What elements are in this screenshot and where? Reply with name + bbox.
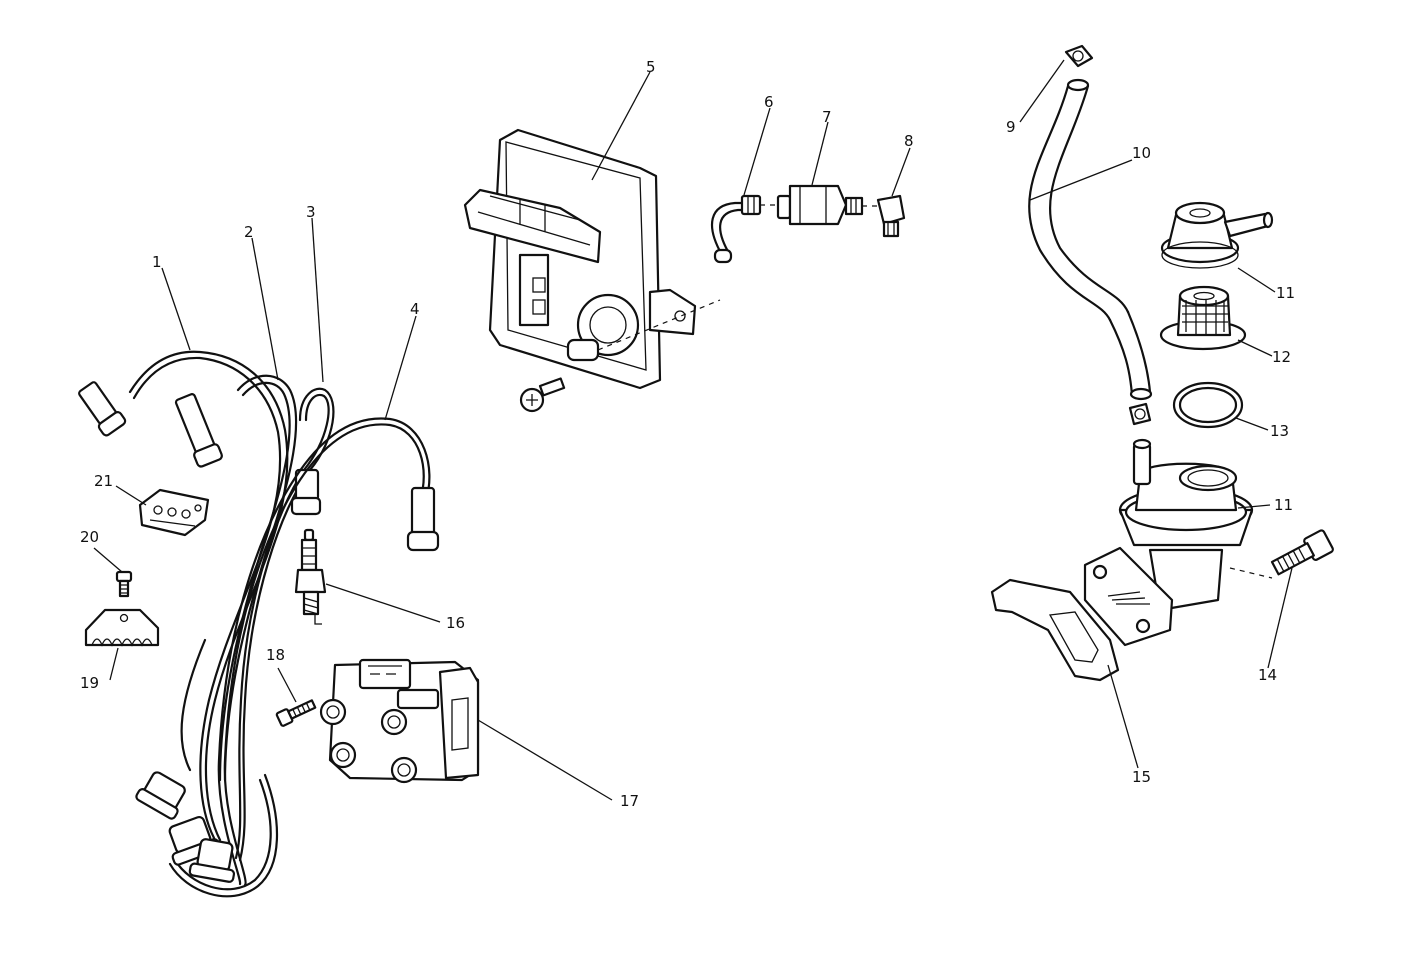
callout-5: 5 [646,58,656,76]
callout-14: 14 [1258,666,1277,684]
distributor-boots [135,638,278,898]
ignition-coil-17 [319,658,480,784]
callout-1: 1 [152,253,162,271]
elbow-connector-8 [876,194,906,238]
callout-3: 3 [306,203,316,221]
callout-20: 20 [80,528,99,546]
callout-2: 2 [244,223,254,241]
callout-12: 12 [1272,348,1291,366]
fuel-filter-12 [1159,285,1247,351]
callout-16: 16 [446,614,465,632]
callout-labels: 1 2 3 4 5 6 7 8 9 10 11 12 13 11 14 15 1… [80,58,1295,810]
fuel-pump-cover-11 [1160,201,1274,269]
pressure-sensor-7 [776,184,880,226]
fuel-pump-body-11 [1118,438,1254,612]
screw-20 [115,570,133,598]
ecu-module-5 [463,128,721,390]
callout-10: 10 [1132,144,1151,162]
ht-lead-4 [217,417,440,887]
callout-8: 8 [904,132,914,150]
callout-7: 7 [822,108,832,126]
bolt-18 [275,699,317,727]
ht-lead-1 [78,350,289,842]
ht-lead-2 [174,374,298,782]
callout-19: 19 [80,674,99,692]
callout-13: 13 [1270,422,1289,440]
bolt-14 [1229,529,1334,579]
callout-11-lower: 11 [1274,496,1293,514]
callout-4: 4 [410,300,420,318]
lead-clip-19 [84,608,160,647]
fuel-hose-10 [1028,78,1153,401]
seal-ring-13 [1172,381,1244,429]
hose-clip-9 [1064,44,1152,426]
callout-6: 6 [764,93,774,111]
callout-15: 15 [1132,768,1151,786]
callout-9: 9 [1006,118,1016,136]
callout-11-upper: 11 [1276,284,1295,302]
leader-lines [93,59,1293,801]
pipe-fitting-6 [711,194,790,264]
screw [519,377,566,413]
callout-21: 21 [94,472,113,490]
callout-17: 17 [620,792,639,810]
mounting-bracket-15 [990,546,1174,682]
callout-18: 18 [266,646,285,664]
spark-plug-16 [294,528,327,625]
lead-separator-21 [138,488,210,537]
